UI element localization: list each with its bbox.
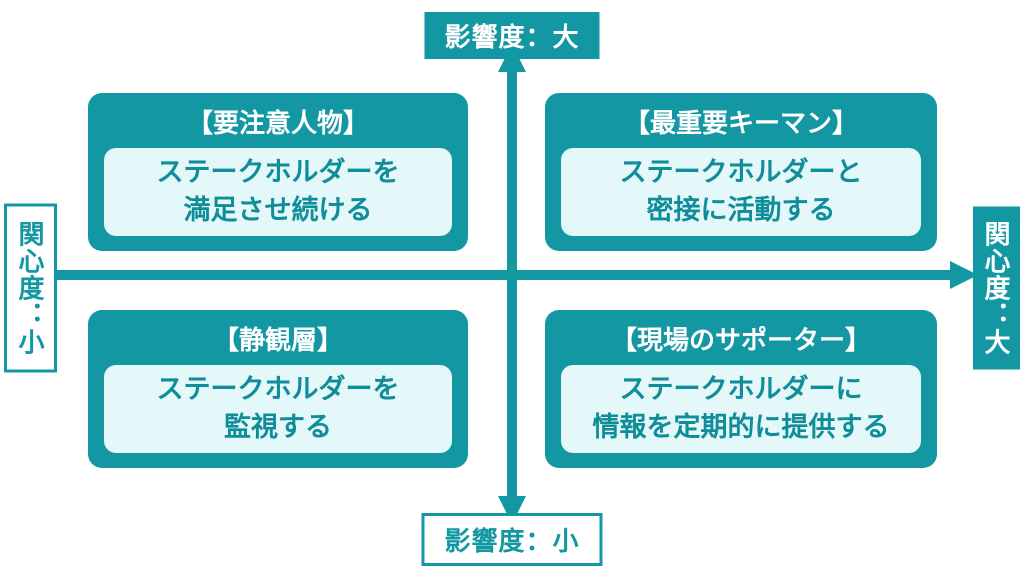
quadrant-key-player: 【最重要キーマン】 ステークホルダーと 密接に活動する	[545, 93, 937, 251]
quadrant-title: 【要注意人物】	[186, 108, 369, 138]
horizontal-axis-arrow	[20, 261, 978, 289]
quadrant-body: ステークホルダーに 情報を定期的に提供する	[561, 365, 921, 453]
quadrant-body-line: ステークホルダーを	[156, 157, 400, 188]
quadrant-title: 【静観層】	[212, 325, 343, 355]
quadrant-body: ステークホルダーを 満足させ続ける	[104, 148, 452, 236]
quadrant-body: ステークホルダーを 監視する	[104, 365, 452, 453]
quadrant-body-line: ステークホルダーを	[156, 374, 400, 405]
axis-label-influence-high: 影響度：大	[424, 12, 600, 59]
quadrant-title: 【現場のサポーター】	[610, 325, 871, 355]
quadrant-title: 【最重要キーマン】	[623, 108, 858, 138]
quadrant-monitor: 【静観層】 ステークホルダーを 監視する	[88, 310, 468, 468]
quadrant-body-line: 満足させ続ける	[183, 195, 373, 225]
quadrant-keep-informed: 【現場のサポーター】 ステークホルダーに 情報を定期的に提供する	[545, 310, 937, 468]
axis-label-interest-low: 関心度：小	[4, 203, 57, 373]
quadrant-body: ステークホルダーと 密接に活動する	[561, 148, 921, 236]
quadrant-body-line: 監視する	[224, 412, 332, 442]
quadrant-body-line: 情報を定期的に提供する	[592, 412, 890, 442]
axis-label-interest-high: 関心度：大	[973, 206, 1020, 370]
quadrant-body-line: ステークホルダーに	[619, 374, 863, 405]
vertical-axis-arrow	[498, 44, 526, 524]
quadrant-body-line: ステークホルダーと	[619, 157, 863, 188]
quadrant-keep-satisfied: 【要注意人物】 ステークホルダーを 満足させ続ける	[88, 93, 468, 251]
quadrant-body-line: 密接に活動する	[646, 195, 836, 225]
axis-label-influence-low: 影響度：小	[421, 513, 603, 566]
